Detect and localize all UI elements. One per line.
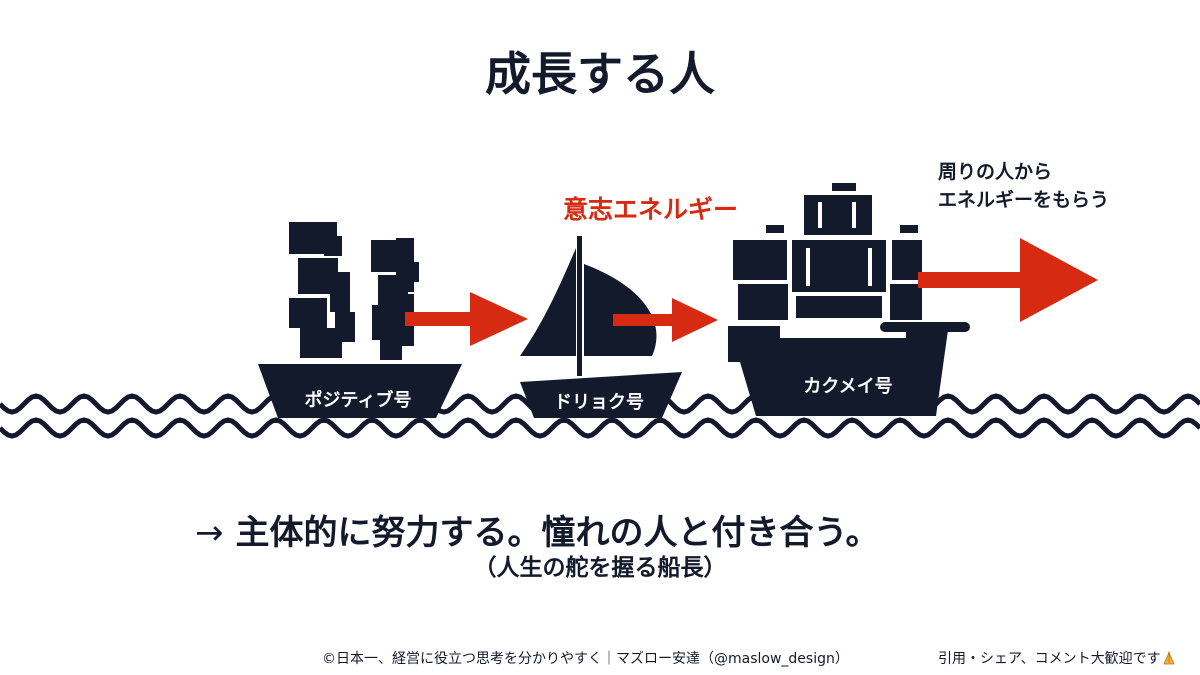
arrow-1-head [470,292,528,346]
arrow-3-shaft [918,272,1028,288]
ship-label-kakumei: カクメイ号 [803,376,893,397]
wave-lower [0,417,1200,439]
folded-hands-icon [1162,651,1175,665]
arrow-2-head [672,298,718,342]
conclusion-line: → 主体的に努力する。憧れの人と付き合う。 [195,505,1015,554]
ship-label-positive: ポジティブ号 [304,390,412,411]
arrow-1-shaft [405,312,475,326]
conclusion-text: 主体的に努力する。憧れの人と付き合う。 [235,513,880,553]
galleon-sail-openings [806,202,872,286]
ship-label-doryoku: ドリョク号 [554,392,644,413]
others-energy-label: 周りの人から エネルギーをもらう [938,158,1109,214]
wave-upper [0,393,1200,415]
footer-note-text: 引用・シェア、コメント大歓迎です [938,651,1161,667]
page-title: 成長する人 [485,47,715,101]
footer-credit: ©日本一、経営に役立つ思考を分かりやすく｜マズロー安達（@maslow_desi… [322,651,849,667]
arrow-3-head [1020,238,1098,322]
right-arrow-icon: → [195,513,224,553]
others-energy-line-1: 周りの人から [938,161,1053,183]
will-energy-label: 意志エネルギー [563,195,739,224]
sailboat-icon [520,236,682,418]
conclusion-subtext: （人生の舵を握る船長） [473,555,727,581]
others-energy-line-2: エネルギーをもらう [938,189,1110,211]
arrow-2-shaft [613,314,675,326]
footer-note: 引用・シェア、コメント大歓迎です [938,648,1176,668]
